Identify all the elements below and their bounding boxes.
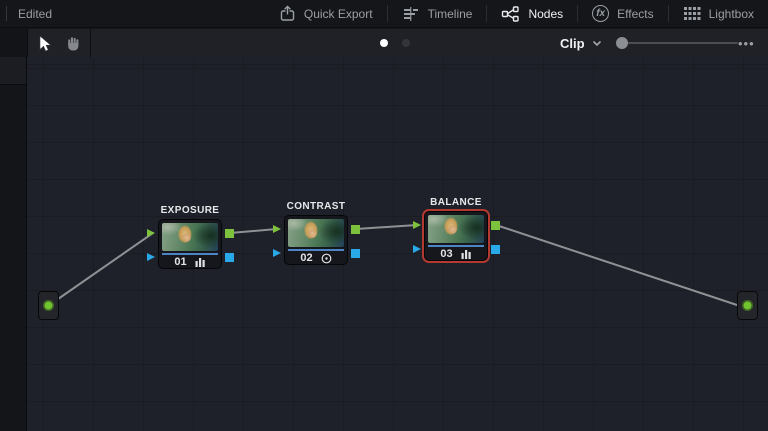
key-output-port[interactable] [351, 249, 360, 258]
toolbar-corner [0, 29, 28, 57]
divider [386, 5, 388, 22]
chevron-down-icon[interactable] [592, 34, 602, 52]
node-number: 03 [440, 248, 453, 260]
rgb-output-port[interactable] [491, 221, 500, 230]
histogram-icon [195, 257, 206, 267]
tab-lightbox[interactable]: Lightbox [669, 0, 768, 27]
node-thumbnail [162, 223, 218, 251]
nodes-tab-label: Nodes [528, 6, 564, 21]
rgb-input-port[interactable] [147, 229, 155, 237]
top-bar: Edited Quick Export [0, 0, 768, 28]
source-node[interactable] [38, 291, 59, 320]
clip-dropdown[interactable]: Clip [560, 35, 585, 51]
left-panel-segment [0, 57, 26, 85]
edited-status-label: Edited [18, 6, 53, 21]
connection-exposure-to-contrast [229, 228, 278, 234]
hand-icon [67, 36, 78, 50]
tab-timeline[interactable]: Timeline [388, 0, 487, 27]
divider [486, 5, 488, 22]
nodes-icon [501, 5, 520, 22]
node-number: 01 [174, 256, 187, 268]
sink-dot-icon [742, 300, 753, 311]
grade-node-contrast[interactable]: CONTRAST 02 [273, 201, 360, 265]
pointer-icon [39, 34, 52, 51]
divider [577, 5, 579, 22]
source-dot-icon [43, 300, 54, 311]
connection-balance-to-sink [495, 224, 741, 307]
grade-node-balance[interactable]: BALANCE 03 [413, 197, 500, 261]
rgb-input-port[interactable] [413, 221, 421, 229]
rgb-output-port[interactable] [225, 229, 234, 238]
page-dot-2[interactable] [402, 39, 410, 47]
left-panel-edge [0, 57, 27, 431]
key-output-port[interactable] [491, 245, 500, 254]
lightbox-tab-label: Lightbox [708, 6, 754, 21]
key-output-port[interactable] [225, 253, 234, 262]
nodes-toolbar: Clip ••• [0, 29, 768, 57]
quick-export-label: Quick Export [303, 6, 373, 21]
pan-hand-tool-button[interactable] [61, 32, 85, 54]
page-dot-1[interactable] [380, 39, 388, 47]
tab-nodes[interactable]: Nodes [487, 0, 577, 27]
histogram-icon [461, 249, 472, 259]
quick-export-button[interactable]: Quick Export [265, 0, 387, 27]
node-thumbnail [428, 215, 484, 243]
node-connections [47, 224, 741, 307]
effects-icon: fx [592, 5, 610, 22]
divider [667, 5, 669, 22]
node-label: EXPOSURE [160, 205, 220, 216]
connection-source-to-exposure [47, 232, 154, 307]
node-divider [162, 253, 218, 255]
key-input-port[interactable] [147, 253, 155, 261]
pointer-tool-button[interactable] [33, 32, 57, 54]
slider-thumb[interactable] [615, 37, 628, 49]
timeline-icon [402, 6, 420, 22]
slider-track[interactable] [615, 42, 738, 44]
effects-tab-label: Effects [617, 6, 654, 21]
circle-dot-icon [321, 253, 332, 264]
timeline-tab-label: Timeline [427, 6, 473, 21]
options-menu-button[interactable]: ••• [738, 35, 755, 51]
quick-export-icon [279, 5, 296, 22]
key-input-port[interactable] [273, 249, 281, 257]
node-thumbnail [288, 219, 344, 247]
output-sink-node[interactable] [737, 291, 758, 320]
node-number: 02 [300, 252, 313, 264]
node-divider [428, 245, 484, 247]
connection-contrast-to-balance [355, 224, 418, 230]
rgb-output-port[interactable] [351, 225, 360, 234]
divider [6, 6, 7, 21]
node-zoom-slider[interactable] [615, 36, 738, 50]
rgb-input-port[interactable] [273, 225, 281, 233]
page-indicator [380, 29, 410, 57]
node-graph-canvas[interactable]: EXPOSURE 01 CONTRAST [27, 57, 768, 431]
divider [90, 29, 91, 57]
lightbox-icon [683, 6, 701, 21]
node-label: BALANCE [430, 197, 482, 208]
key-input-port[interactable] [413, 245, 421, 253]
tab-effects[interactable]: fx Effects [578, 0, 667, 27]
grade-node-exposure[interactable]: EXPOSURE 01 [147, 205, 234, 269]
node-label: CONTRAST [286, 201, 346, 212]
node-divider [288, 249, 344, 251]
